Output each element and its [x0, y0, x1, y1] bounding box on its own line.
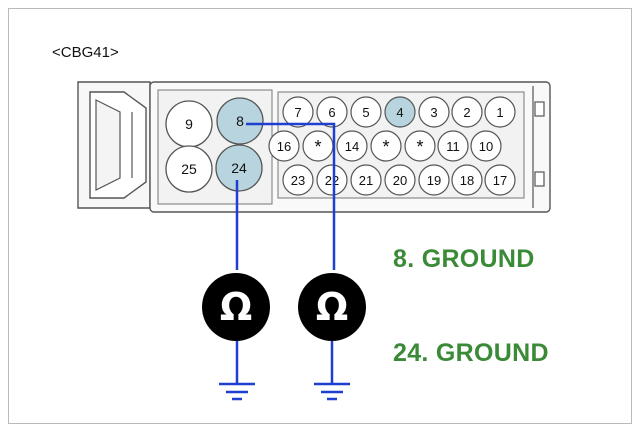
pin-5: 5 [350, 96, 382, 128]
label-pin24-ground: 24. GROUND [393, 339, 549, 367]
pin-21: 21 [350, 164, 382, 196]
connector-label: <CBG41> [52, 44, 119, 61]
pin-8: 8 [216, 97, 264, 145]
pin-label: 1 [496, 105, 503, 120]
pin-label: 8 [236, 113, 244, 129]
pin-label: 24 [231, 160, 247, 176]
label-pin8-ground: 8. GROUND [393, 245, 535, 273]
pin-label: 3 [430, 105, 437, 120]
pin-label: 11 [446, 139, 460, 154]
pin-label: 10 [479, 139, 493, 154]
ohmmeter-right: Ω [298, 273, 366, 341]
pin-23: 23 [282, 164, 314, 196]
pin-label: 20 [393, 173, 407, 188]
pin-label: 4 [396, 105, 403, 120]
ohm-symbol-left: Ω [220, 285, 252, 329]
wire-group [235, 122, 336, 384]
pin-22: 22 [316, 164, 348, 196]
pin-7: 7 [282, 96, 314, 128]
pin-6: 6 [316, 96, 348, 128]
pin-label: 25 [181, 161, 197, 177]
pin-9: 9 [165, 100, 213, 148]
ground-icon [219, 382, 255, 401]
pin-label: 21 [359, 173, 373, 188]
diagram-frame [8, 8, 632, 424]
large-pin-group: 9 8 25 24 [165, 97, 264, 193]
wire-pin8 [246, 122, 336, 270]
pin-18: 18 [451, 164, 483, 196]
pin-label: * [382, 137, 389, 157]
pin-20: 20 [384, 164, 416, 196]
ground-icon [314, 382, 350, 401]
pin-17: 17 [484, 164, 516, 196]
pin-label: 18 [460, 173, 474, 188]
pin-unused: * [302, 130, 334, 162]
pin-unused: * [370, 130, 402, 162]
pin-24: 24 [215, 144, 263, 192]
pin-25: 25 [165, 145, 213, 193]
pin-14: 14 [336, 130, 368, 162]
pin-label: * [416, 137, 423, 157]
pin-label: 16 [277, 139, 291, 154]
ohm-symbol-right: Ω [316, 285, 348, 329]
pin-label: 23 [291, 173, 305, 188]
ohmmeter-left: Ω [202, 273, 270, 341]
pin-label: 14 [345, 139, 359, 154]
pin-10: 10 [470, 130, 502, 162]
pin-3: 3 [418, 96, 450, 128]
pin-2: 2 [451, 96, 483, 128]
pin-label: 5 [362, 105, 369, 120]
pin-label: 17 [493, 173, 507, 188]
pin-label: 2 [463, 105, 470, 120]
pin-label: 22 [325, 173, 339, 188]
pin-11: 11 [437, 130, 469, 162]
pin-label: 9 [185, 116, 193, 132]
pin-label: * [314, 137, 321, 157]
pin-label: 19 [427, 173, 441, 188]
pin-unused: * [404, 130, 436, 162]
pin-1: 1 [484, 96, 516, 128]
pin-16: 16 [268, 130, 300, 162]
pin-4: 4 [384, 96, 416, 128]
pin-19: 19 [418, 164, 450, 196]
pin-label: 7 [294, 105, 301, 120]
pin-label: 6 [328, 105, 335, 120]
connector-housing-cap [77, 81, 151, 209]
